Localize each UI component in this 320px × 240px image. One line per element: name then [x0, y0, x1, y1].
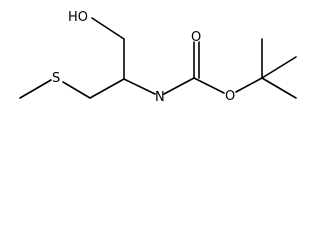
bond-c-o-ester	[193, 77, 225, 94]
bond-c-methyl-right-down	[261, 77, 297, 99]
bond-ho-ch2	[91, 17, 125, 40]
sulfur-label: S	[52, 71, 60, 86]
bond-n-c-carbonyl	[163, 77, 195, 95]
bonds	[19, 17, 297, 99]
bond-c-methyl-right-up	[261, 56, 297, 79]
bond-s-methyl	[19, 79, 52, 99]
bond-ch2s-s	[62, 81, 91, 99]
hydroxyl-label: HO	[68, 10, 88, 25]
nitrogen-label: N	[155, 90, 165, 105]
bond-ch-ch2s	[89, 78, 125, 99]
atom-labels: HO S N O O	[52, 10, 235, 105]
carbonyl-oxygen-label: O	[191, 30, 201, 45]
bond-o-c-quaternary	[235, 77, 263, 93]
chemical-structure: HO S N O O	[19, 10, 297, 105]
ester-oxygen-label: O	[225, 89, 235, 104]
bond-ch-n	[123, 78, 156, 95]
